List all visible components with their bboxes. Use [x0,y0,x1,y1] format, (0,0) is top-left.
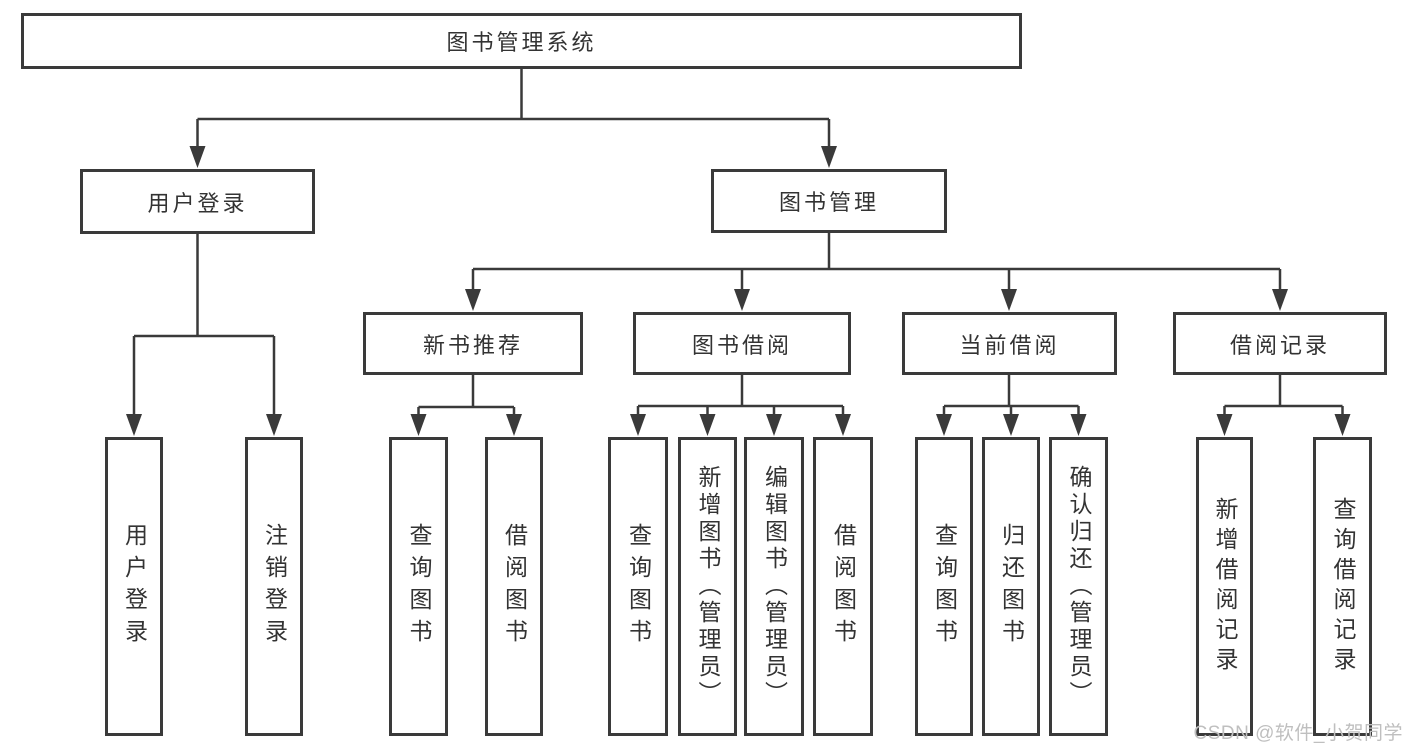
leaf-label: 新增借阅记录 [1212,496,1238,677]
leaf-borrow-edit-books-admin: 编辑图书（管理员） [744,437,804,736]
leaf-logout: 注销登录 [245,437,303,736]
leaf-current-return-books: 归还图书 [982,437,1040,736]
node-user-login: 用户登录 [80,169,315,234]
leaf-records-query-borrow-record: 查询借阅记录 [1313,437,1372,736]
leaf-label: 借阅图书 [501,522,528,651]
leaf-label: 查询图书 [931,522,958,651]
wire-new-book-recommend-to-leaves [410,375,522,436]
wire-root-to-level2 [189,69,837,168]
node-current-borrow: 当前借阅 [902,312,1117,375]
leaf-label: 查询借阅记录 [1330,496,1356,677]
leaf-label: 借阅图书 [830,522,857,651]
leaf-label: 新增图书（管理员） [695,465,721,708]
node-root: 图书管理系统 [21,13,1022,69]
leaf-recommend-borrow-books: 借阅图书 [485,437,543,736]
leaf-current-confirm-return-admin: 确认归还（管理员） [1049,437,1108,736]
leaf-label: 确认归还（管理员） [1066,465,1092,708]
wire-borrow-records-to-leaves [1216,375,1351,436]
wire-user-login-to-leaves [126,234,282,436]
wire-book-borrow-to-leaves [630,375,851,436]
leaf-borrow-add-books-admin: 新增图书（管理员） [678,437,737,736]
leaf-current-query-books: 查询图书 [915,437,973,736]
leaf-borrow-borrow-books: 借阅图书 [813,437,873,736]
node-borrow-records: 借阅记录 [1173,312,1387,375]
leaf-recommend-query-books: 查询图书 [389,437,448,736]
leaf-label: 查询图书 [625,522,652,651]
leaf-user-login: 用户登录 [105,437,163,736]
leaf-label: 编辑图书（管理员） [761,465,788,708]
node-new-book-recommend: 新书推荐 [363,312,583,375]
node-book-borrow: 图书借阅 [633,312,851,375]
node-book-management: 图书管理 [711,169,947,233]
wire-book-management-to-level3 [465,233,1288,311]
leaf-label: 注销登录 [261,522,288,651]
leaf-records-add-borrow-record: 新增借阅记录 [1196,437,1253,736]
leaf-borrow-query-books: 查询图书 [608,437,668,736]
leaf-label: 归还图书 [998,522,1025,651]
csdn-watermark: CSDN @软件_小贺同学 [1193,723,1403,744]
leaf-label: 查询图书 [406,522,432,651]
wire-current-borrow-to-leaves [936,375,1087,436]
leaf-label: 用户登录 [121,522,148,651]
